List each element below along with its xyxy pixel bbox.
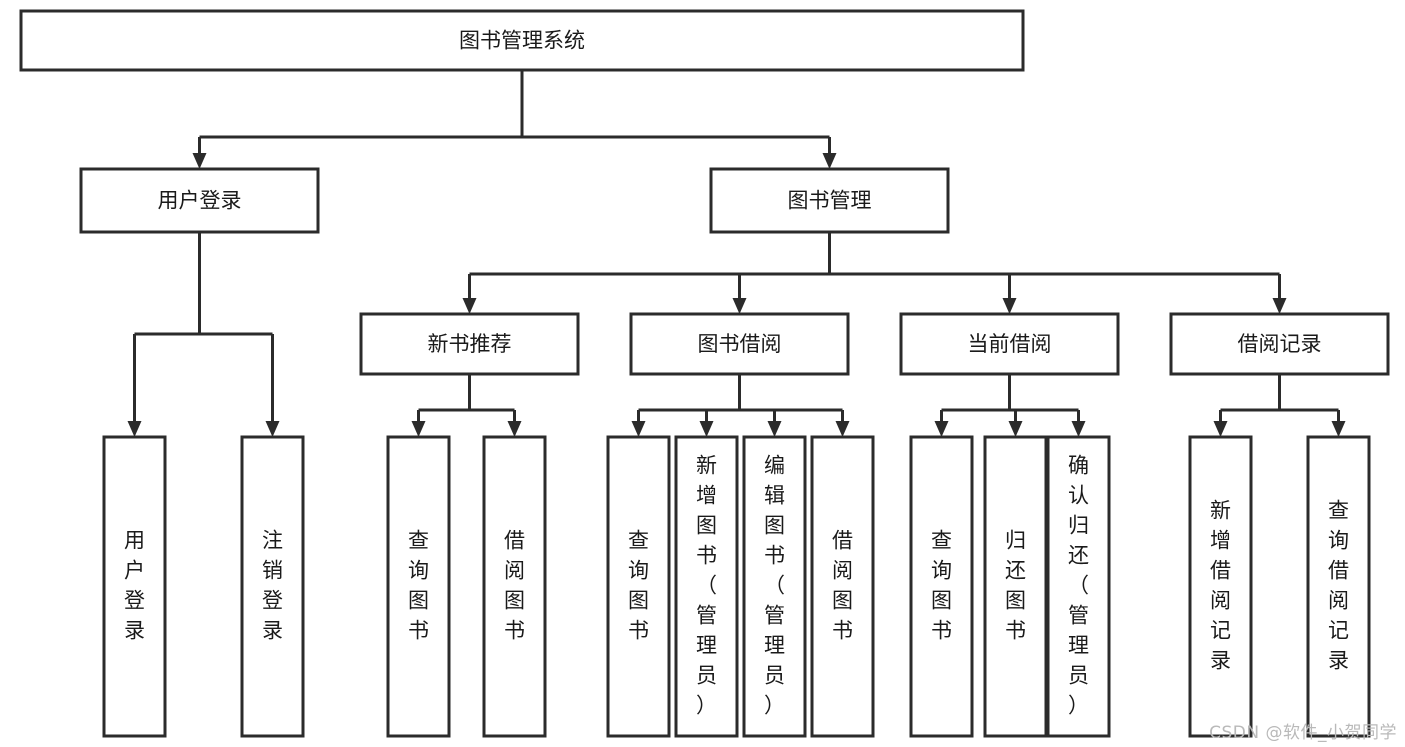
node-box-leaf-add-book xyxy=(674,435,739,738)
node-box-leaf-edit-book xyxy=(742,435,807,738)
node-label-leaf-add-book: 新增图书（管理员） xyxy=(696,454,717,718)
node-label-root: 图书管理系统 xyxy=(459,29,585,53)
node-label-borrow-record: 借阅记录 xyxy=(1238,332,1322,356)
node-box-borrow-record xyxy=(1169,312,1390,376)
arrow-icon-leaf-return-book xyxy=(1008,421,1023,437)
node-borrow-record[interactable]: 借阅记录 xyxy=(1169,312,1390,376)
arrow-icon-leaf-confirm-return xyxy=(1071,421,1086,437)
arrow-icon-leaf-query-book-2 xyxy=(631,421,646,437)
node-leaf-confirm-return[interactable]: 确认归还（管理员） xyxy=(1046,435,1111,738)
node-box-leaf-query-book-3 xyxy=(909,435,974,738)
arrow-icon-leaf-borrow-book-2 xyxy=(835,421,850,437)
node-label-book-borrow: 图书借阅 xyxy=(698,332,782,356)
node-label-leaf-query-book-3: 查询图书 xyxy=(931,529,952,643)
node-label-leaf-return-book: 归还图书 xyxy=(1005,529,1026,643)
arrow-icon-leaf-logout xyxy=(265,421,280,437)
arrow-icon-leaf-add-book xyxy=(699,421,714,437)
node-leaf-add-book[interactable]: 新增图书（管理员） xyxy=(674,435,739,738)
arrow-icon-new-book-recommend xyxy=(462,298,477,314)
arrow-icon-leaf-query-book-1 xyxy=(411,421,426,437)
node-label-leaf-borrow-book-2: 借阅图书 xyxy=(832,529,853,643)
connectors-layer xyxy=(127,70,1346,437)
node-leaf-borrow-book-1[interactable]: 借阅图书 xyxy=(482,435,547,738)
node-label-leaf-edit-book: 编辑图书（管理员） xyxy=(764,454,785,718)
node-box-leaf-logout xyxy=(240,435,305,738)
node-label-new-book-recommend: 新书推荐 xyxy=(428,332,512,356)
node-leaf-query-book-1[interactable]: 查询图书 xyxy=(386,435,451,738)
node-box-leaf-query-record xyxy=(1306,435,1371,738)
node-label-leaf-confirm-return: 确认归还（管理员） xyxy=(1068,454,1089,718)
node-box-book-borrow xyxy=(629,312,850,376)
node-label-user-login: 用户登录 xyxy=(158,189,242,213)
arrow-icon-leaf-add-record xyxy=(1213,421,1228,437)
node-box-leaf-query-book-2 xyxy=(606,435,671,738)
node-label-leaf-query-book-1: 查询图书 xyxy=(408,529,429,643)
node-box-leaf-confirm-return xyxy=(1046,435,1111,738)
node-label-leaf-logout: 注销登录 xyxy=(262,529,283,643)
node-leaf-return-book[interactable]: 归还图书 xyxy=(983,435,1048,738)
arrow-icon-leaf-query-book-3 xyxy=(934,421,949,437)
node-leaf-user-login[interactable]: 用户登录 xyxy=(102,435,167,738)
node-leaf-borrow-book-2[interactable]: 借阅图书 xyxy=(810,435,875,738)
node-box-leaf-user-login xyxy=(102,435,167,738)
arrow-icon-book-manage xyxy=(822,153,837,169)
node-label-leaf-query-record: 查询借阅记录 xyxy=(1328,499,1349,673)
node-box-current-borrow xyxy=(899,312,1120,376)
node-new-book-recommend[interactable]: 新书推荐 xyxy=(359,312,580,376)
arrow-icon-leaf-query-record xyxy=(1331,421,1346,437)
arrow-icon-leaf-borrow-book-1 xyxy=(507,421,522,437)
node-current-borrow[interactable]: 当前借阅 xyxy=(899,312,1120,376)
arrow-icon-leaf-edit-book xyxy=(767,421,782,437)
node-book-manage[interactable]: 图书管理 xyxy=(709,167,950,234)
node-box-leaf-add-record xyxy=(1188,435,1253,738)
node-box-root xyxy=(19,9,1025,72)
node-leaf-query-record[interactable]: 查询借阅记录 xyxy=(1306,435,1371,738)
nodes-layer: 图书管理系统用户登录图书管理新书推荐图书借阅当前借阅借阅记录用户登录注销登录查询… xyxy=(19,9,1390,738)
node-user-login[interactable]: 用户登录 xyxy=(79,167,320,234)
node-box-leaf-return-book xyxy=(983,435,1048,738)
node-box-book-manage xyxy=(709,167,950,234)
node-label-leaf-add-record: 新增借阅记录 xyxy=(1210,499,1231,673)
node-box-leaf-borrow-book-1 xyxy=(482,435,547,738)
watermark-text: CSDN @软件_小贺同学 xyxy=(1209,723,1397,743)
node-label-leaf-borrow-book-1: 借阅图书 xyxy=(504,529,525,643)
node-label-leaf-user-login: 用户登录 xyxy=(124,529,145,643)
node-label-current-borrow: 当前借阅 xyxy=(968,332,1052,356)
node-box-leaf-borrow-book-2 xyxy=(810,435,875,738)
arrow-icon-borrow-record xyxy=(1272,298,1287,314)
node-leaf-query-book-2[interactable]: 查询图书 xyxy=(606,435,671,738)
node-label-leaf-query-book-2: 查询图书 xyxy=(628,529,649,643)
node-box-leaf-query-book-1 xyxy=(386,435,451,738)
arrow-icon-book-borrow xyxy=(732,298,747,314)
node-leaf-query-book-3[interactable]: 查询图书 xyxy=(909,435,974,738)
node-book-borrow[interactable]: 图书借阅 xyxy=(629,312,850,376)
node-leaf-logout[interactable]: 注销登录 xyxy=(240,435,305,738)
arrow-icon-current-borrow xyxy=(1002,298,1017,314)
arrow-icon-user-login xyxy=(192,153,207,169)
node-leaf-edit-book[interactable]: 编辑图书（管理员） xyxy=(742,435,807,738)
node-root[interactable]: 图书管理系统 xyxy=(19,9,1025,72)
node-box-new-book-recommend xyxy=(359,312,580,376)
node-leaf-add-record[interactable]: 新增借阅记录 xyxy=(1188,435,1253,738)
node-box-user-login xyxy=(79,167,320,234)
arrow-icon-leaf-user-login xyxy=(127,421,142,437)
node-label-book-manage: 图书管理 xyxy=(788,189,872,213)
